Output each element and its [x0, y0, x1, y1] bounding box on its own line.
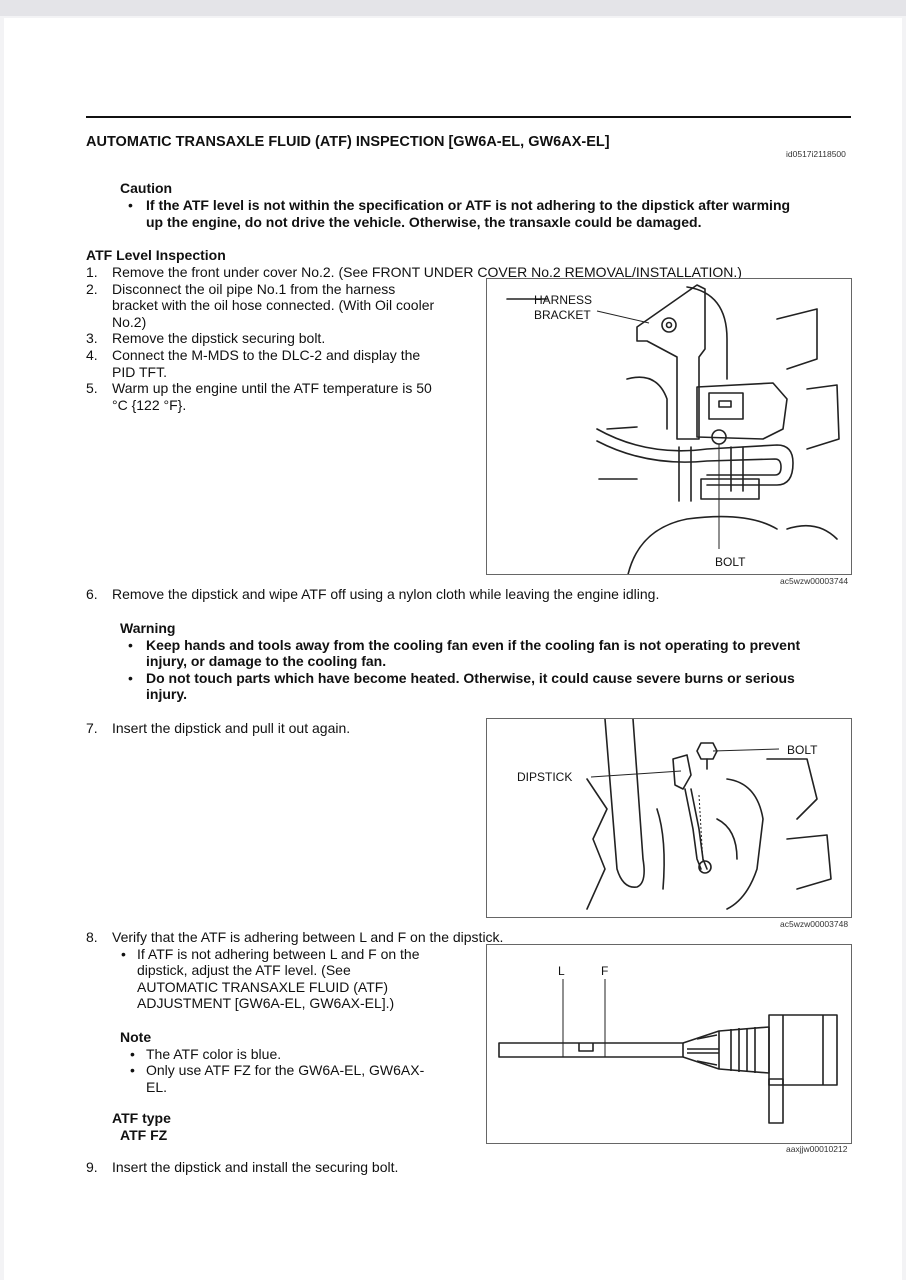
note-bullet-2: • [130, 1062, 135, 1079]
caution-bullet: • [128, 197, 133, 213]
note-1-text: The ATF color is blue. [146, 1045, 282, 1062]
step-5-line-2: °C {122 °F}. [112, 396, 187, 413]
note-heading: Note [120, 1029, 152, 1045]
step-3-text: Remove the dipstick securing bolt. [112, 330, 326, 347]
warning-bullet-1: • [128, 636, 133, 653]
dipstick-illustration [586, 719, 832, 910]
step-6-text: Remove the dipstick and wipe ATF off usi… [112, 586, 660, 602]
label-bolt-2: BOLT [787, 743, 818, 757]
figure-harness-bracket: HARNESS BRACKET BOLT [486, 278, 852, 575]
step-1-text: Remove the front under cover No.2. (See … [112, 264, 742, 280]
step-5-line-1: Warm up the engine until the ATF tempera… [112, 380, 432, 397]
figure-dipstick-level: L F [486, 944, 852, 1144]
label-harness: HARNESS [534, 293, 593, 307]
note-bullet-1: • [130, 1045, 135, 1062]
step-2-line-2: bracket with the oil hose connected. (Wi… [112, 297, 435, 314]
page-title: AUTOMATIC TRANSAXLE FLUID (ATF) INSPECTI… [86, 134, 610, 150]
step-5-number: 5. [86, 380, 98, 397]
warning-bullet-2: • [128, 669, 133, 686]
step-8-bullet-line-1: If ATF is not adhering between L and F o… [137, 945, 420, 962]
document-id: id0517i2118500 [786, 149, 846, 159]
step-4-line-1: Connect the M-MDS to the DLC-2 and displ… [112, 347, 421, 363]
step-8-bullet-line-4: ADJUSTMENT [GW6A-EL, GW6AX-EL].) [137, 995, 395, 1012]
harness-bracket-illustration [506, 284, 840, 574]
step-8-text: Verify that the ATF is adhering between … [112, 929, 504, 945]
step-4-line-2: PID TFT. [112, 363, 167, 380]
step-6-number: 6. [86, 586, 98, 602]
warning-2-line-2: injury. [146, 686, 187, 703]
caution-line-1: If the ATF level is not within the speci… [146, 197, 791, 213]
atf-type-value: ATF FZ [120, 1127, 168, 1143]
step-1-number: 1. [86, 264, 98, 280]
dipstick-level-illustration [498, 979, 838, 1124]
label-dipstick: DIPSTICK [517, 770, 573, 784]
label-l-mark: L [558, 964, 565, 978]
label-bolt-1: BOLT [715, 555, 746, 569]
figure-3-id: aaxjjw00010212 [786, 1144, 848, 1154]
note-2-line-1: Only use ATF FZ for the GW6A-EL, GW6AX- [146, 1062, 425, 1079]
caution-line-2: up the engine, do not drive the vehicle.… [146, 213, 702, 230]
step-2-line-3: No.2) [112, 313, 147, 330]
warning-2-line-1: Do not touch parts which have become hea… [146, 669, 795, 686]
warning-1-line-1: Keep hands and tools away from the cooli… [146, 636, 801, 653]
step-4-number: 4. [86, 347, 98, 363]
step-8-number: 8. [86, 929, 98, 945]
step-9-text: Insert the dipstick and install the secu… [112, 1159, 399, 1175]
warning-heading: Warning [120, 620, 176, 636]
figure-dipstick: BOLT DIPSTICK [486, 718, 852, 918]
label-f-mark: F [601, 964, 609, 978]
header-rule [86, 116, 851, 118]
step-8-bullet-line-3: AUTOMATIC TRANSAXLE FLUID (ATF) [137, 978, 388, 995]
label-bracket: BRACKET [534, 308, 591, 322]
caution-heading: Caution [120, 180, 173, 196]
step-8-bullet: • [121, 945, 126, 962]
section-heading: ATF Level Inspection [86, 247, 226, 263]
step-8-bullet-line-2: dipstick, adjust the ATF level. (See [137, 962, 351, 979]
step-7-number: 7. [86, 720, 98, 736]
figure-2-id: ac5wzw00003748 [780, 919, 849, 929]
step-3-number: 3. [86, 330, 98, 347]
step-9-number: 9. [86, 1159, 98, 1175]
step-2-line-1: Disconnect the oil pipe No.1 from the ha… [112, 280, 396, 297]
figure-1-id: ac5wzw00003744 [780, 576, 849, 586]
note-2-line-2: EL. [146, 1078, 168, 1095]
viewer-top-bar [0, 0, 906, 16]
step-7-text: Insert the dipstick and pull it out agai… [112, 720, 351, 736]
warning-1-line-2: injury, or damage to the cooling fan. [146, 653, 387, 670]
step-2-number: 2. [86, 280, 98, 297]
atf-type-heading: ATF type [112, 1110, 171, 1126]
